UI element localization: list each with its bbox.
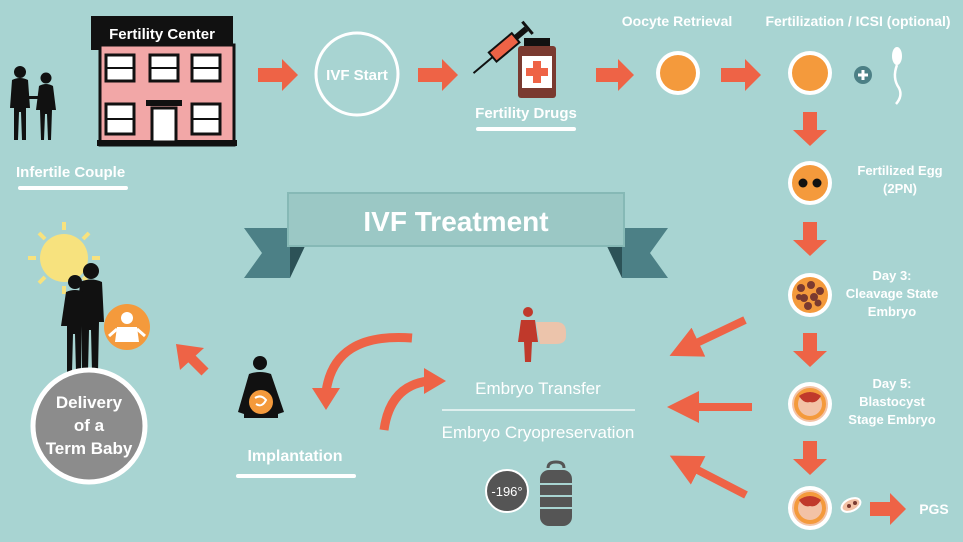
medicine-bottle-icon	[518, 38, 556, 98]
fertility-center-building-icon	[91, 16, 237, 147]
ivf-start-label: IVF Start	[326, 67, 388, 84]
cryo-tank-icon	[540, 460, 572, 526]
embryo-transfer-label: Embryo Transfer	[475, 379, 601, 398]
title-ribbon	[244, 192, 668, 278]
fertility-drugs-label: Fertility Drugs	[475, 105, 577, 122]
day3-cleavage-label: Cleavage State	[846, 286, 939, 301]
curved-arrow-to-implantation	[321, 332, 413, 393]
arrow-left	[669, 455, 748, 499]
arrow-head	[312, 388, 340, 410]
arrow-right	[870, 493, 906, 525]
arrow-right	[258, 59, 298, 91]
day5-blastocyst-label: Blastocyst	[859, 394, 925, 409]
cleavage-embryo-icon	[788, 273, 832, 317]
delivery-label: Delivery	[56, 393, 123, 412]
woman-transfer-icon	[518, 307, 566, 362]
baby-icon	[104, 304, 150, 350]
arrow-down	[793, 333, 827, 367]
arrow-left	[669, 316, 747, 357]
cryo-temperature-label: -196°	[491, 484, 522, 499]
implantation-label: Implantation	[247, 448, 342, 465]
pgs-label: PGS	[919, 501, 949, 517]
infertile-couple-underline	[18, 186, 128, 190]
day5-stage-embryo-label: Stage Embryo	[848, 412, 935, 427]
biopsy-cell-icon	[840, 497, 862, 513]
day3-label: Day 3:	[872, 268, 911, 283]
embryo-cryopreservation-label: Embryo Cryopreservation	[442, 423, 635, 442]
arrow-down	[793, 222, 827, 256]
delivery-of-a-label: of a	[74, 416, 105, 435]
temperature-badge	[485, 469, 529, 513]
pgs-embryo-icon	[788, 486, 832, 530]
arrow-right	[418, 59, 458, 91]
sun-icon	[28, 222, 100, 294]
ivf-start-circle	[314, 31, 400, 117]
diagram-title: IVF Treatment	[363, 206, 548, 237]
infertile-couple-label: Infertile Couple	[16, 164, 125, 181]
fertilized-egg-icon	[788, 161, 832, 205]
fertilized-egg-label: Fertilized Egg	[857, 163, 942, 178]
day5-label: Day 5:	[872, 376, 911, 391]
oocyte-retrieval-label: Oocyte Retrieval	[622, 13, 733, 29]
plus-icon	[854, 66, 872, 84]
arrow-down	[793, 112, 827, 146]
pregnant-woman-icon	[238, 356, 284, 418]
arrow-right	[596, 59, 634, 91]
fertility-drugs-underline	[476, 127, 576, 131]
blastocyst-icon	[788, 382, 832, 426]
couple-icon	[10, 66, 56, 140]
fertilization-label: Fertilization / ICSI (optional)	[765, 13, 950, 29]
day3-embryo-label: Embryo	[868, 304, 916, 319]
arrow-right	[721, 59, 761, 91]
oocyte-icon	[656, 51, 700, 95]
delivery-circle	[30, 367, 148, 485]
egg-icon	[788, 51, 832, 95]
implantation-underline	[236, 474, 356, 478]
arrow-up-left	[176, 344, 209, 376]
fertilized-egg-2pn-label: (2PN)	[883, 181, 917, 196]
delivery-term-baby-label: Term Baby	[46, 439, 133, 458]
arrow-down	[793, 441, 827, 475]
syringe-icon	[472, 20, 534, 74]
arrow-head	[424, 368, 446, 394]
family-silhouette-icon	[61, 263, 104, 372]
fertility-center-label: Fertility Center	[109, 26, 215, 43]
curved-arrow-to-transfer	[379, 376, 429, 431]
sperm-icon	[892, 47, 902, 105]
